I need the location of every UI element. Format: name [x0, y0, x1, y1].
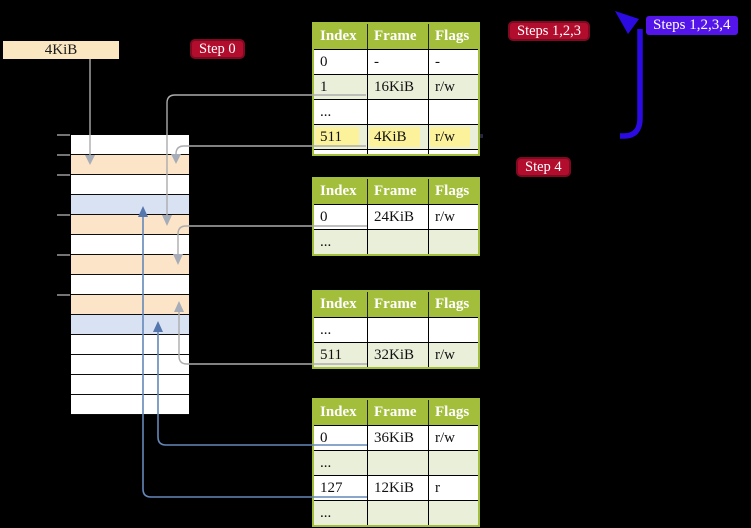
cell-frame: 12KiB: [368, 475, 429, 500]
column-header-flags: Flags: [429, 400, 478, 425]
cell-index: 0: [314, 204, 368, 229]
cell-frame: 36KiB: [368, 425, 429, 450]
cell-frame: [368, 450, 429, 475]
badge-steps-123: Steps 1,2,3: [508, 21, 591, 41]
memory-frame-white: [71, 375, 189, 395]
column-header-flags: Flags: [429, 292, 478, 317]
badge-steps-1234: Steps 1,2,3,4: [646, 16, 738, 35]
cell-index: ...: [314, 229, 368, 254]
cell-frame: -: [368, 49, 429, 74]
cell-index: 1: [314, 74, 368, 99]
page-table-level-3: Index Frame Flags ... 511 32KiB r/w: [312, 290, 480, 369]
memory-frame-white: [71, 395, 189, 415]
big-loop-arrow-shaft: [620, 29, 643, 139]
cell-frame: [368, 229, 429, 254]
page-table-level-1: Index Frame Flags 0 - - 1 16KiB r/w ... …: [312, 22, 480, 156]
cell-frame: 24KiB: [368, 204, 429, 229]
cell-frame: 16KiB: [368, 74, 429, 99]
cell-index: ...: [314, 450, 368, 475]
memory-frame-white: [71, 135, 189, 155]
cell-index: 0: [314, 425, 368, 450]
highlight: 511: [315, 127, 359, 147]
column-header-index: Index: [314, 24, 368, 49]
cell-frame: [368, 99, 429, 124]
memory-frame-white: [71, 275, 189, 295]
column-header-index: Index: [314, 292, 368, 317]
cell-index: ...: [314, 500, 368, 525]
memory-frame-blue: [71, 195, 189, 215]
column-header-frame: Frame: [368, 292, 429, 317]
clipped-row: [429, 149, 478, 154]
page-table-level-4: Index Frame Flags 0 36KiB r/w ... 127 12…: [312, 398, 480, 527]
cell-index: 511: [314, 124, 368, 149]
memory-frame-orange: [71, 215, 189, 235]
memory-ticks: [57, 134, 70, 296]
cell-index: ...: [314, 317, 368, 342]
memory-frame-orange: [71, 255, 189, 275]
clipped-row: [314, 149, 368, 154]
column-header-index: Index: [314, 400, 368, 425]
column-header-flags: Flags: [429, 179, 478, 204]
cell-flags: -: [429, 49, 478, 74]
memory-frame-white: [71, 235, 189, 255]
cell-flags: [429, 317, 478, 342]
cell-frame: [368, 317, 429, 342]
cell-flags: r/w: [429, 74, 478, 99]
cell-index: 0: [314, 49, 368, 74]
cell-flags: r/w: [429, 342, 478, 367]
column-header-frame: Frame: [368, 24, 429, 49]
table1-edge-dot: [480, 134, 483, 138]
cell-index: ...: [314, 99, 368, 124]
cell-index: 127: [314, 475, 368, 500]
badge-step-4: Step 4: [516, 157, 571, 177]
cell-frame: [368, 500, 429, 525]
column-header-index: Index: [314, 179, 368, 204]
page-size-label: 4KiB: [3, 41, 119, 59]
memory-frame-white: [71, 335, 189, 355]
clipped-row: [368, 149, 429, 154]
cell-index: 511: [314, 342, 368, 367]
cell-frame: 4KiB: [368, 124, 429, 149]
column-header-frame: Frame: [368, 400, 429, 425]
cell-flags: r/w: [429, 124, 478, 149]
page-table-level-2: Index Frame Flags 0 24KiB r/w ...: [312, 177, 480, 256]
cell-frame: 32KiB: [368, 342, 429, 367]
cell-flags: [429, 99, 478, 124]
cell-flags: [429, 229, 478, 254]
cell-flags: [429, 450, 478, 475]
cell-flags: r/w: [429, 204, 478, 229]
big-loop-arrowhead: [615, 11, 639, 34]
memory-frame-white: [71, 175, 189, 195]
column-header-flags: Flags: [429, 24, 478, 49]
column-header-frame: Frame: [368, 179, 429, 204]
cell-flags: [429, 500, 478, 525]
highlight: 4KiB: [369, 127, 420, 147]
memory-column: [71, 135, 189, 415]
badge-step-0: Step 0: [190, 39, 245, 59]
memory-frame-blue: [71, 315, 189, 335]
memory-frame-orange: [71, 155, 189, 175]
memory-frame-white: [71, 355, 189, 375]
cell-flags: r/w: [429, 425, 478, 450]
highlight: r/w: [430, 127, 470, 147]
memory-frame-orange: [71, 295, 189, 315]
cell-flags: r: [429, 475, 478, 500]
